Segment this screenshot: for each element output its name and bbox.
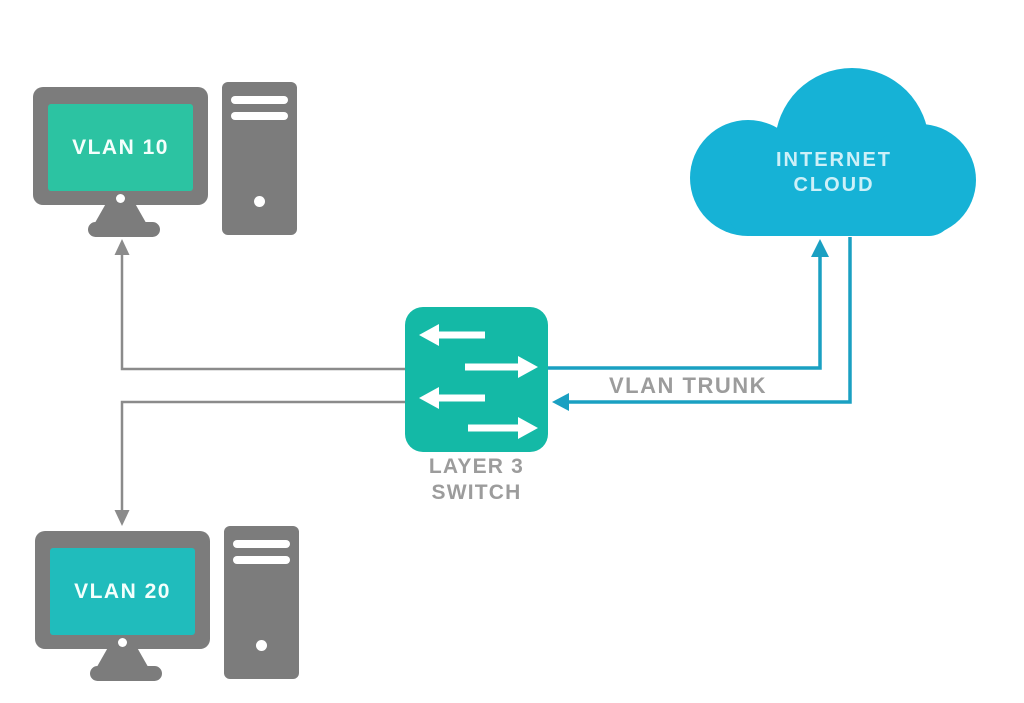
computer-vlan20: VLAN 20 <box>35 526 299 682</box>
switch-label-line1: LAYER 3 <box>428 455 525 478</box>
switch-label: LAYER 3 SWITCH <box>390 454 563 506</box>
tower-vent <box>231 112 288 120</box>
edge-switch-to-vlan20 <box>114 400 405 526</box>
computer-tower-icon <box>224 526 299 679</box>
monitor-stand-base <box>88 222 160 237</box>
switch-label-line2: SWITCH <box>431 481 522 504</box>
computer-tower-icon <box>222 82 297 235</box>
arrow-up-icon <box>811 239 829 257</box>
monitor-icon: VLAN 10 <box>33 87 208 205</box>
edge-switch-to-cloud <box>548 239 829 370</box>
cloud-label-line2: CLOUD <box>793 174 875 196</box>
cloud-icon <box>690 68 976 236</box>
tower-power-dot <box>254 196 265 207</box>
monitor-bezel-dot <box>118 638 127 647</box>
tower-vent <box>233 540 290 548</box>
computer-vlan10: VLAN 10 <box>33 82 297 238</box>
arrow-up-icon <box>114 239 130 255</box>
edge-cloud-to-switch <box>552 237 852 411</box>
monitor-screen: VLAN 10 <box>48 104 193 191</box>
tower-vent <box>233 556 290 564</box>
arrow-left-icon <box>552 393 569 411</box>
vlan-trunk-label: VLAN TRUNK <box>609 373 767 398</box>
vlan20-label: VLAN 20 <box>74 579 171 603</box>
cloud-label-line1: INTERNET <box>776 149 892 171</box>
monitor-bezel-dot <box>116 194 125 203</box>
switch-arrows-icon <box>419 324 538 439</box>
monitor-icon: VLAN 20 <box>35 531 210 649</box>
edge-switch-to-vlan10 <box>114 239 405 371</box>
arrow-down-icon <box>114 510 130 526</box>
tower-power-dot <box>256 640 267 651</box>
cloud-label: INTERNET CLOUD <box>688 148 980 198</box>
vlan10-label: VLAN 10 <box>72 135 169 159</box>
monitor-screen: VLAN 20 <box>50 548 195 635</box>
monitor-stand-base <box>90 666 162 681</box>
internet-cloud: INTERNET CLOUD <box>688 68 980 238</box>
layer3-switch <box>405 307 548 452</box>
tower-vent <box>231 96 288 104</box>
